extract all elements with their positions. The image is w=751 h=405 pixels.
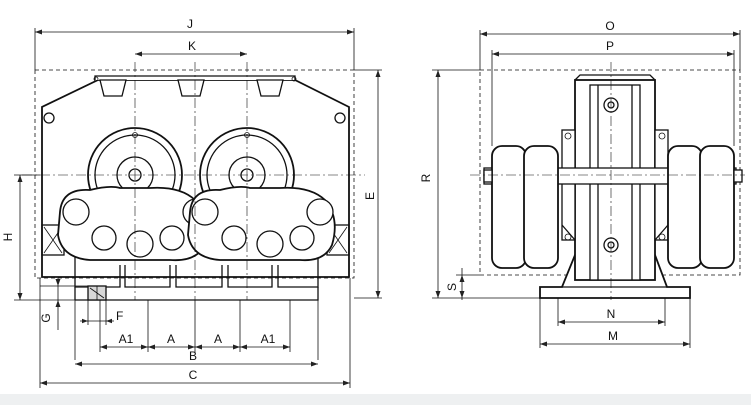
dim-label-f: F <box>116 309 123 323</box>
side-right-wheels <box>667 145 743 269</box>
dim-label-g: G <box>39 313 53 322</box>
dim-label-j: J <box>187 17 193 31</box>
right-rocker-plate <box>187 185 336 262</box>
dim-label-e: E <box>363 192 377 200</box>
dim-label-r: R <box>419 173 433 182</box>
side-dimensions: O P R S N M <box>419 19 741 348</box>
front-view <box>22 62 365 301</box>
dim-label-h: H <box>1 233 15 242</box>
dim-label-s: S <box>445 283 459 291</box>
dim-label-m: M <box>608 329 618 343</box>
dim-label-n: N <box>607 307 616 321</box>
side-plates <box>561 129 669 241</box>
dim-label-c: C <box>189 368 198 382</box>
front-centerlines <box>22 62 365 300</box>
front-dimensions: J K E H G F <box>1 17 382 388</box>
dim-label-k: K <box>188 39 196 53</box>
dim-label-a1-right: A1 <box>261 332 276 346</box>
side-view <box>470 62 745 300</box>
dim-label-a-left: A <box>167 332 175 346</box>
left-rocker-plate <box>57 185 210 262</box>
housing-hole-tr <box>334 112 346 124</box>
front-envelope <box>34 69 355 279</box>
dim-label-b: B <box>189 349 197 363</box>
housing-hole-tl <box>43 112 55 124</box>
side-left-wheels <box>483 145 559 269</box>
dim-label-o: O <box>605 19 614 33</box>
bottom-strip <box>0 394 751 405</box>
dim-label-p: P <box>606 39 614 53</box>
dim-label-a-right: A <box>214 332 222 346</box>
dim-label-a1-left: A1 <box>119 332 134 346</box>
